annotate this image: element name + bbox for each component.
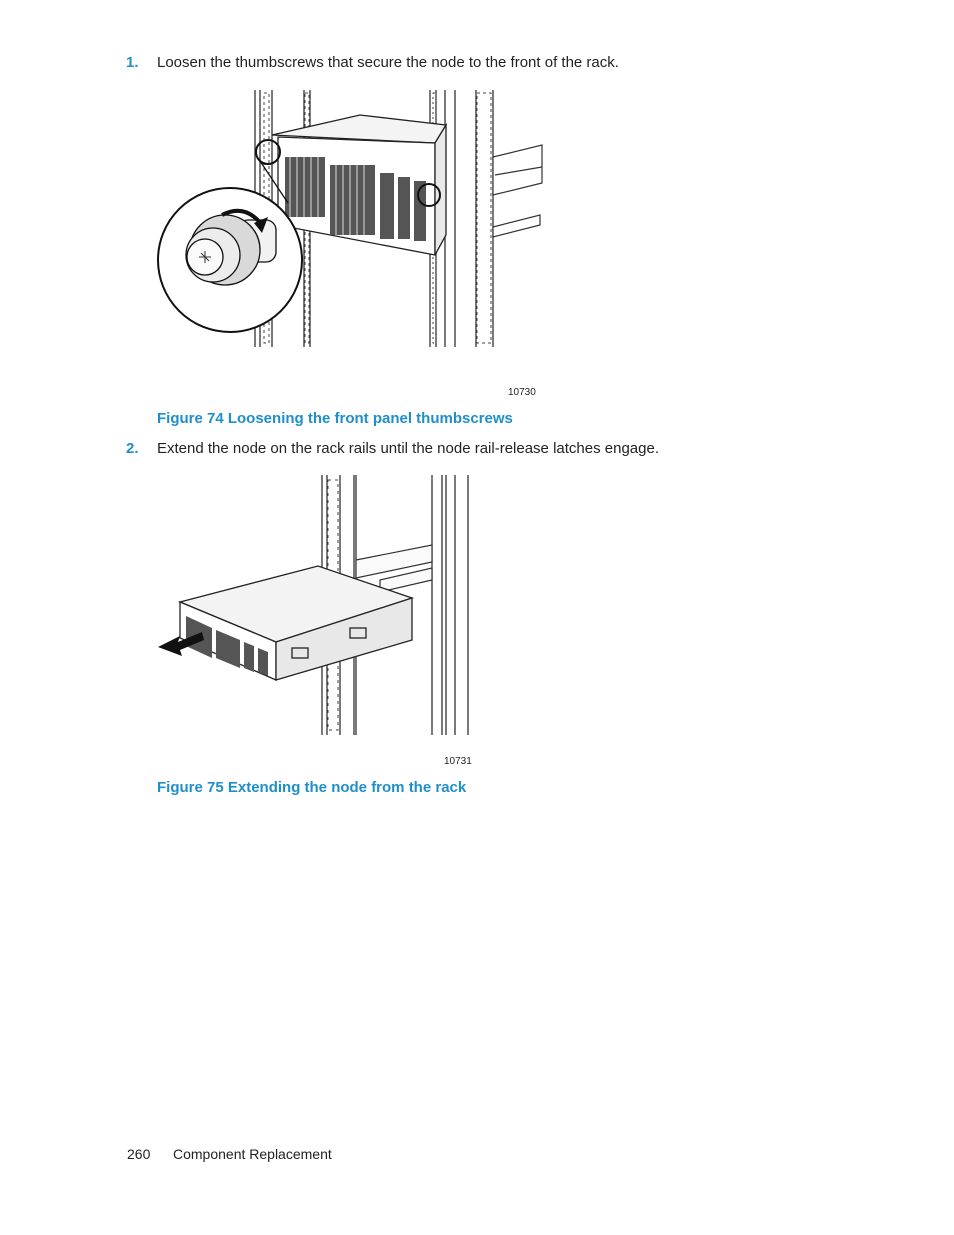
figure-74-illustration: 10730: [157, 90, 543, 398]
figure-75-caption: Figure 75 Extending the node from the ra…: [157, 779, 467, 796]
page-footer: 260 Component Replacement: [127, 1144, 332, 1164]
figure-75-illustration: 10731: [158, 475, 472, 767]
figure-74-id: 10730: [508, 387, 536, 398]
footer-section-title: Component Replacement: [173, 1146, 332, 1162]
step-1-number: 1.: [126, 54, 139, 71]
figure-74-caption: Figure 74 Loosening the front panel thum…: [157, 410, 513, 427]
step-2: 2. Extend the node on the rack rails unti…: [126, 439, 659, 459]
figure-75-id: 10731: [444, 756, 472, 767]
step-1: 1. Loosen the thumbscrews that secure the…: [126, 53, 619, 73]
step-2-text: Extend the node on the rack rails until …: [157, 440, 659, 457]
step-1-text: Loosen the thumbscrews that secure the n…: [157, 54, 619, 71]
page-number: 260: [127, 1146, 151, 1162]
step-2-number: 2.: [126, 440, 139, 457]
